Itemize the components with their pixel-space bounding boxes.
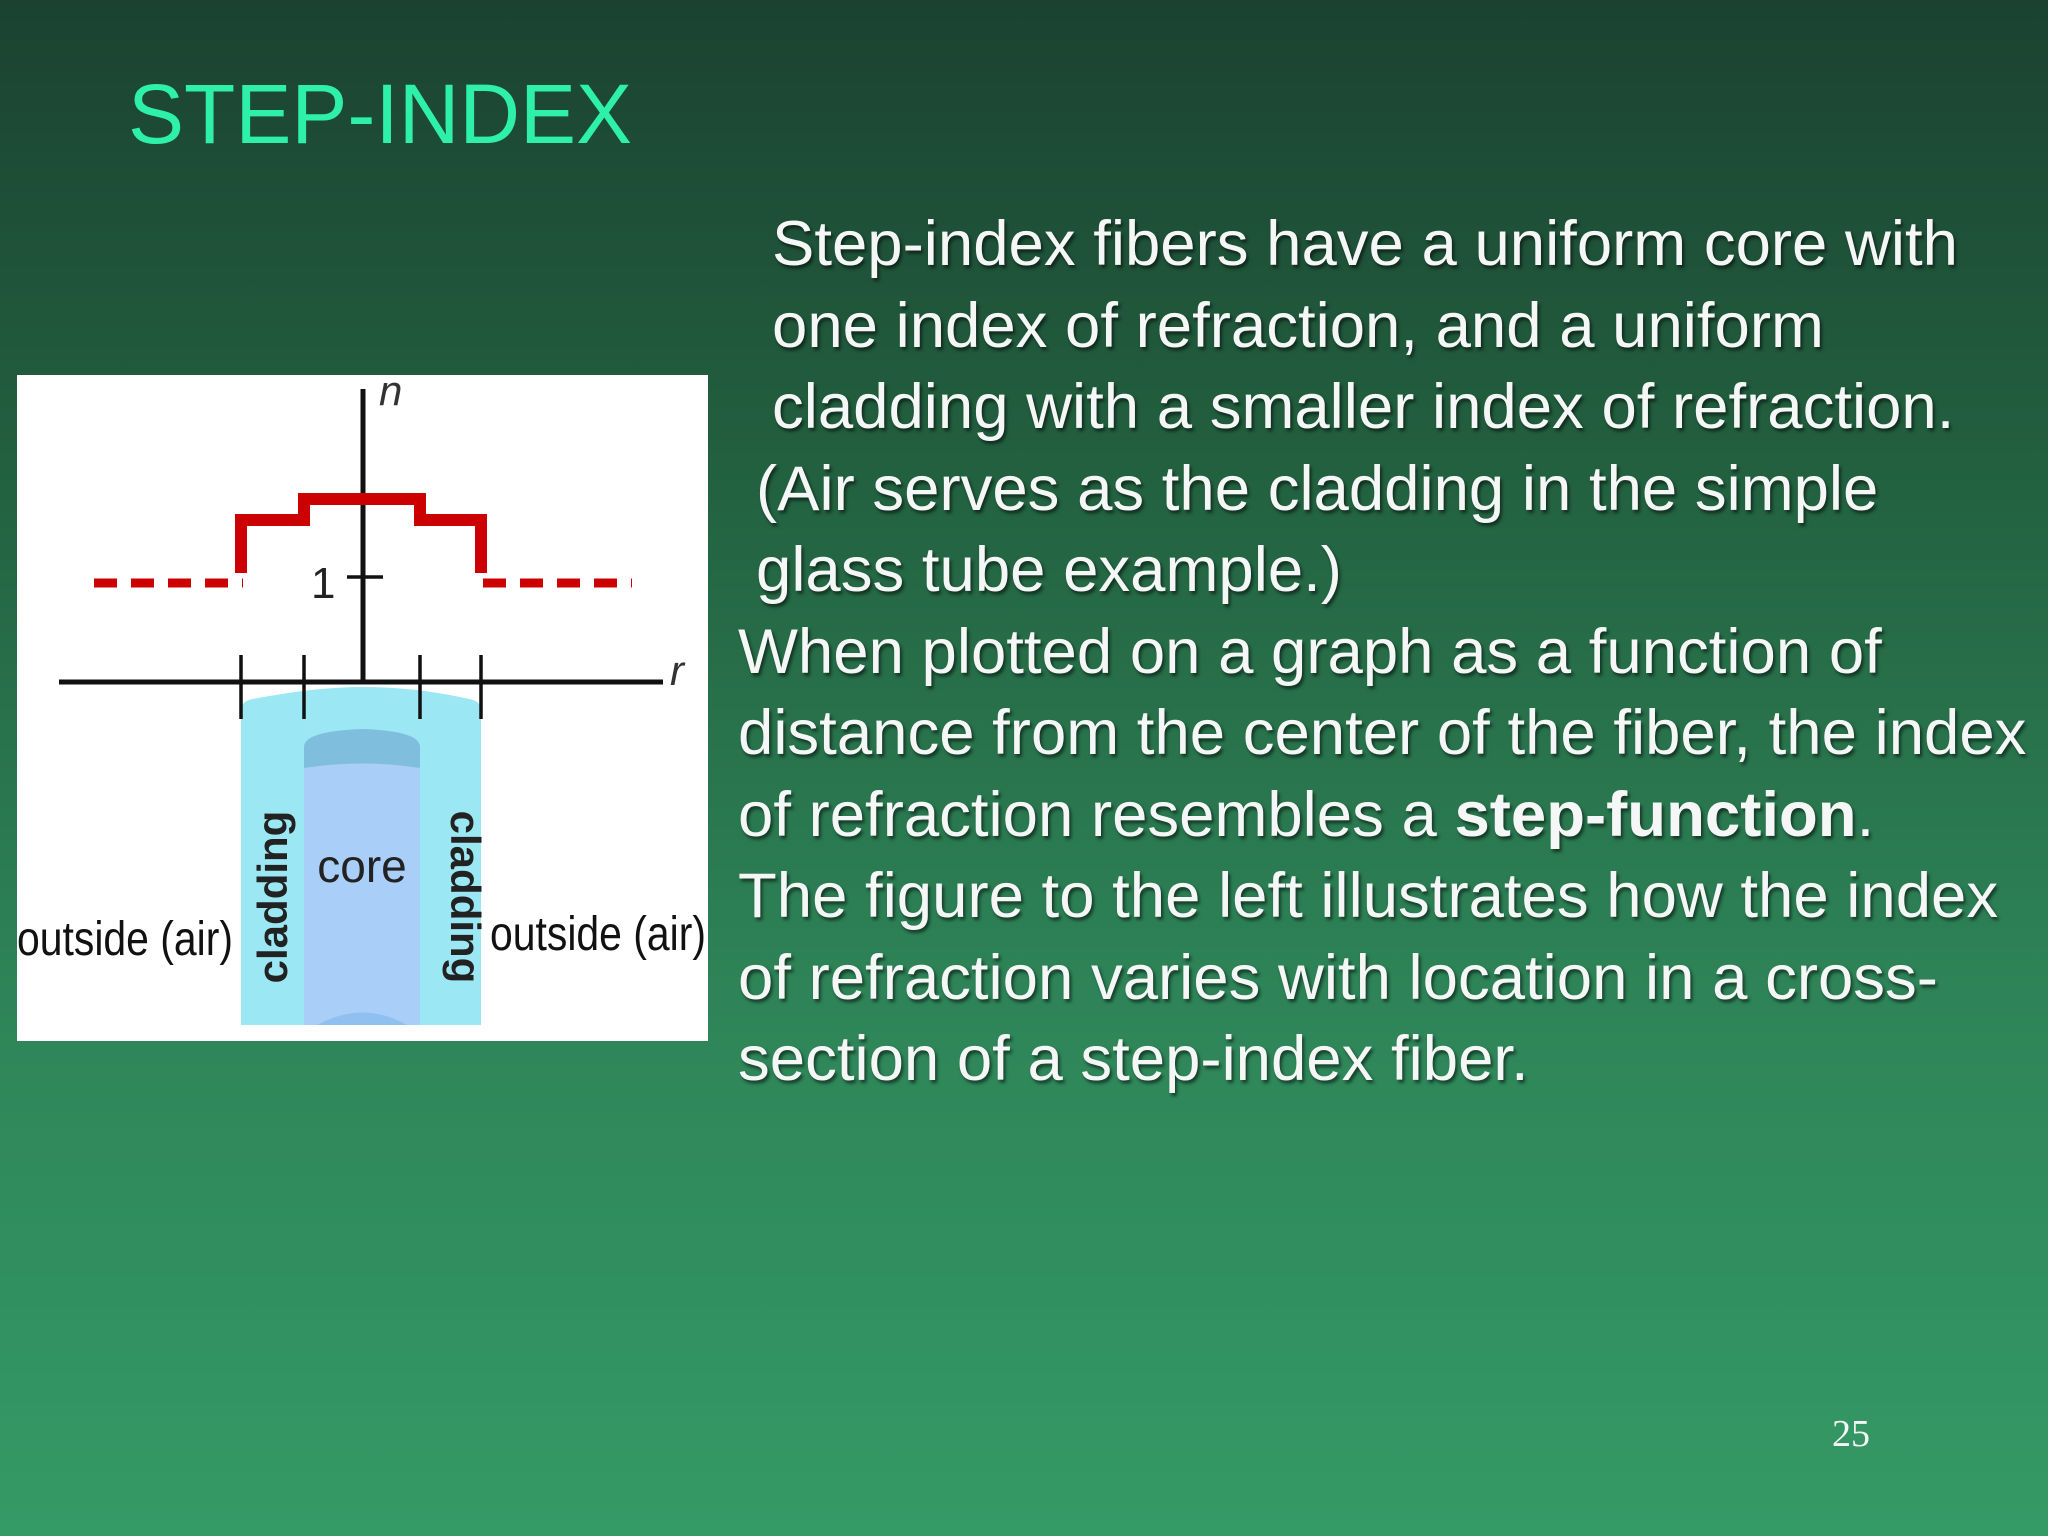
core-label: core	[317, 840, 406, 892]
paragraph-uniform-core: Step-index fibers have a uniform core wi…	[772, 209, 1958, 442]
slide-title: STEP-INDEX	[128, 67, 633, 161]
step-index-profile	[235, 493, 487, 573]
diagram-svg: 1 n r core cladding cladding outside (ai…	[17, 375, 706, 1025]
outside-left-label: outside (air)	[17, 913, 233, 966]
r-axis-label: r	[670, 647, 686, 694]
core-bottom-shading	[317, 1012, 407, 1025]
paragraph-air-cladding: (Air serves as the cladding in the simpl…	[756, 453, 1879, 606]
paragraph-step-function: When plotted on a graph as a function of…	[738, 612, 2028, 857]
cladding-left-label: cladding	[249, 811, 296, 984]
step-function-text-end: .	[1856, 779, 1875, 850]
paragraph-figure-description: The figure to the left illustrates how t…	[738, 861, 1999, 1094]
n-axis-label: n	[379, 375, 402, 414]
step-function-term: step-function	[1454, 779, 1857, 850]
core-shape	[304, 729, 420, 1025]
core-top-shading	[304, 729, 420, 768]
step-index-profile-diagram: 1 n r core cladding cladding outside (ai…	[17, 375, 708, 1041]
cladding-right-label: cladding	[442, 811, 489, 984]
outside-right-label: outside (air)	[490, 908, 706, 961]
step-function-text-start: When plotted on a graph as a function of…	[738, 616, 2027, 850]
tick-n-one-label: 1	[311, 559, 335, 608]
slide-body-text: Step-index fibers have a uniform core wi…	[738, 204, 2028, 1101]
page-number: 25	[1832, 1413, 1870, 1455]
